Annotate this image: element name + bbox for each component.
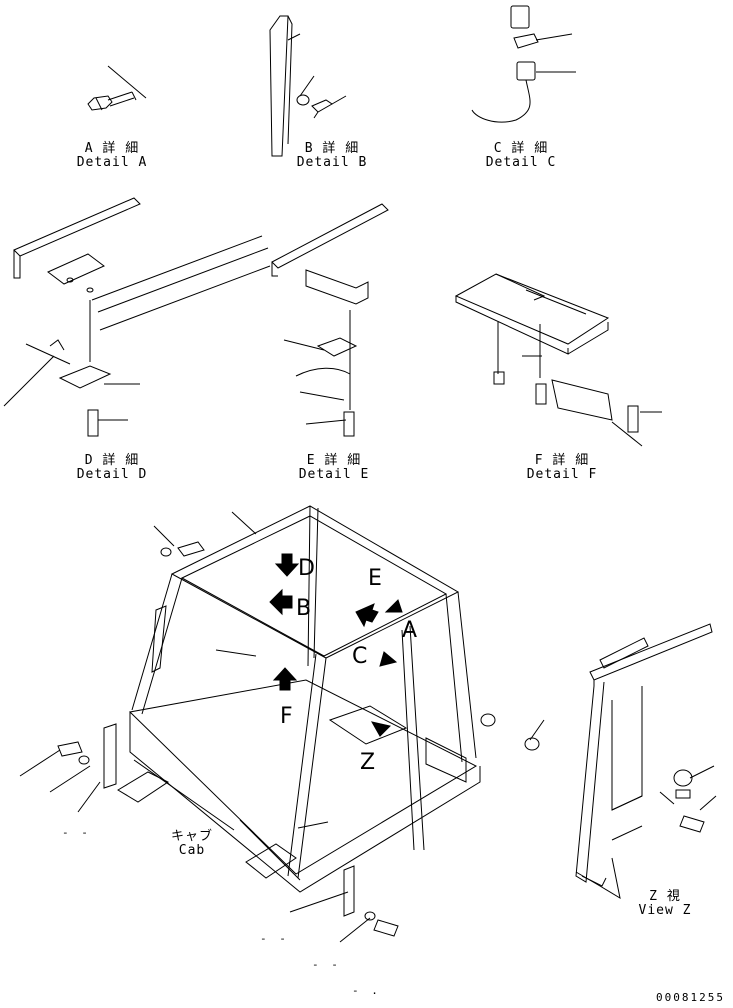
detail-d-jp: D 詳 細 <box>84 453 140 468</box>
dash-mark: - - <box>62 826 91 839</box>
dash-mark: - - <box>312 958 341 971</box>
detail-f-jp: F 詳 細 <box>534 453 590 468</box>
detail-b-en: Detail B <box>296 155 368 170</box>
cab-drawing <box>20 506 544 942</box>
detail-c-jp: C 詳 細 <box>493 141 549 156</box>
detail-e-jp: E 詳 細 <box>306 453 362 468</box>
detail-e-caption: E 詳 細 Detail E <box>294 454 374 482</box>
detail-b-caption: B 詳 細 Detail B <box>292 142 372 170</box>
cab-caption: キャブ Cab <box>160 830 224 858</box>
detail-f-en: Detail F <box>526 467 598 482</box>
cab-jp: キャブ <box>170 829 213 844</box>
document-number: 00081255 <box>656 991 725 1004</box>
detail-a-caption: A 詳 細 Detail A <box>72 142 152 170</box>
detail-c-en: Detail C <box>485 155 557 170</box>
detail-f-drawing <box>456 274 662 446</box>
detail-c-drawing <box>472 6 576 122</box>
detail-d-caption: D 詳 細 Detail D <box>72 454 152 482</box>
view-z-caption: Z 視 View Z <box>630 890 700 918</box>
view-letter-a: A <box>402 618 418 643</box>
detail-c-caption: C 詳 細 Detail C <box>481 142 561 170</box>
view-letter-e: E <box>368 566 382 591</box>
cab-en: Cab <box>178 843 206 858</box>
detail-a-jp: A 詳 細 <box>84 141 140 156</box>
view-letter-z: Z <box>360 750 376 775</box>
view-z-jp: Z 視 <box>649 889 681 904</box>
detail-b-jp: B 詳 細 <box>304 141 360 156</box>
detail-a-en: Detail A <box>76 155 148 170</box>
detail-e-drawing <box>272 204 388 436</box>
view-letter-f: F <box>280 704 293 729</box>
view-letter-b: B <box>296 596 312 621</box>
detail-d-drawing <box>4 198 270 436</box>
view-letter-d: D <box>298 556 315 581</box>
detail-e-en: Detail E <box>298 467 370 482</box>
view-z-drawing <box>576 624 716 898</box>
dash-mark: - - <box>260 932 289 945</box>
detail-a-drawing <box>88 66 146 110</box>
view-z-en: View Z <box>638 903 692 918</box>
dash-mark: - . <box>352 984 381 997</box>
detail-b-drawing <box>270 16 346 156</box>
detail-f-caption: F 詳 細 Detail F <box>522 454 602 482</box>
detail-d-en: Detail D <box>76 467 148 482</box>
view-letter-c: C <box>352 644 368 669</box>
